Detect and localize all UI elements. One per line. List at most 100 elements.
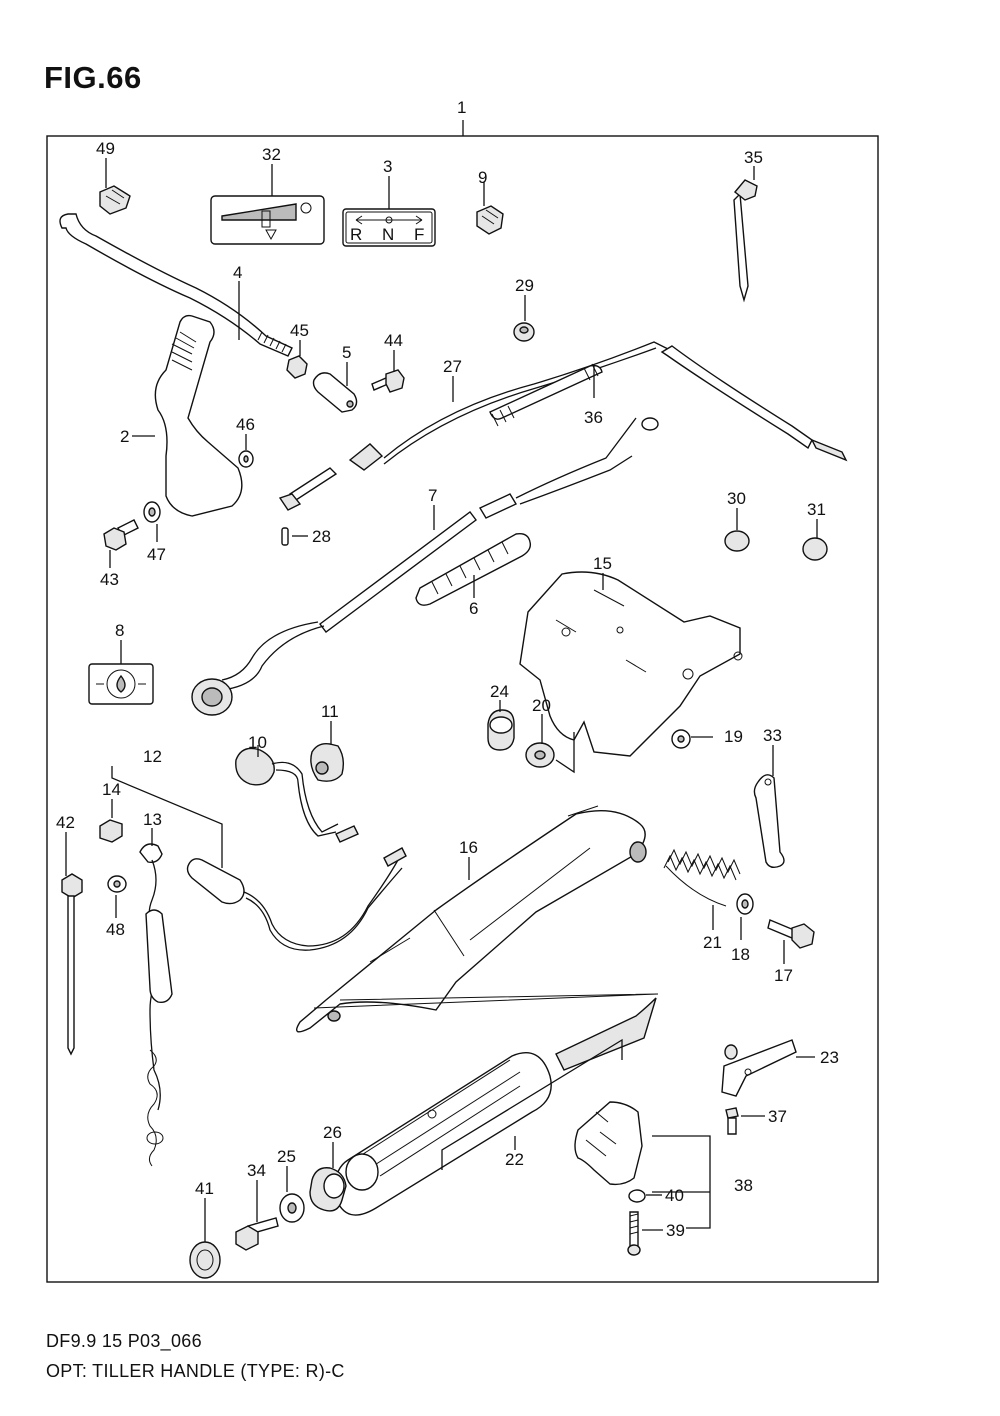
part-29-nut[interactable]: [513, 322, 535, 342]
callout-13: 13: [143, 810, 162, 829]
callout-22: 22: [505, 1150, 524, 1169]
callout-1: 1: [457, 98, 466, 117]
callout-4: 4: [233, 263, 242, 282]
callout-10: 10: [248, 733, 267, 752]
callout-21: 21: [703, 933, 722, 952]
part-42-cable-tie[interactable]: [61, 873, 83, 1056]
callout-11: 11: [321, 702, 339, 721]
part-49-clip[interactable]: [99, 185, 131, 215]
part-14-nut[interactable]: [99, 819, 123, 843]
part-6-cushion[interactable]: [415, 532, 532, 606]
callout-16: 16: [459, 838, 478, 857]
callout-17: 17: [774, 966, 793, 985]
part-25-washer[interactable]: [279, 1193, 305, 1223]
callout-18: 18: [731, 945, 750, 964]
figure-title: FIG.66: [44, 60, 142, 95]
callout-40: 40: [665, 1186, 684, 1205]
callout-36: 36: [584, 408, 603, 427]
callout-41: 41: [195, 1179, 214, 1198]
part-23-plate[interactable]: [721, 1039, 797, 1097]
part-43-bolt[interactable]: [103, 519, 139, 551]
callout-49: 49: [96, 139, 115, 158]
part-46-washer[interactable]: [238, 450, 254, 468]
part-24-bushing[interactable]: [487, 709, 515, 751]
part-21-spring[interactable]: [663, 848, 741, 907]
callout-46: 46: [236, 415, 255, 434]
part-19-washer[interactable]: [671, 729, 691, 749]
part-27-throttle-cable[interactable]: [278, 341, 848, 511]
callout-29: 29: [515, 276, 534, 295]
callout-32: 32: [262, 145, 281, 164]
decal-letter-r: R: [350, 225, 362, 244]
decal-letter-n: N: [382, 225, 394, 244]
part-39-screw[interactable]: [627, 1211, 641, 1256]
callout-26: 26: [323, 1123, 342, 1142]
part-36-sleeve[interactable]: [489, 363, 603, 427]
part-11-collar[interactable]: [310, 742, 345, 782]
callout-34: 34: [247, 1161, 266, 1180]
callout-labels: 1 2 3 4 5 6 7 8 9 10 11 12 13 14 15 16 1…: [56, 98, 839, 1240]
callout-19: 19: [724, 727, 743, 746]
part-3-shift-decal[interactable]: R N F: [342, 208, 436, 247]
part-33-strap[interactable]: [753, 774, 785, 869]
callout-20: 20: [532, 696, 551, 715]
callout-12: 12: [143, 747, 162, 766]
figure-caption: OPT: TILLER HANDLE (TYPE: R)-C: [46, 1361, 345, 1381]
part-44-bolt[interactable]: [371, 369, 405, 393]
part-13-lanyard[interactable]: [139, 843, 173, 1167]
part-5-lever[interactable]: [312, 372, 358, 413]
part-48-washer[interactable]: [107, 875, 127, 893]
part-28-pin[interactable]: [281, 527, 289, 546]
callout-42: 42: [56, 813, 75, 832]
callout-7: 7: [428, 486, 437, 505]
part-34-bolt[interactable]: [235, 1217, 279, 1251]
callout-44: 44: [384, 331, 403, 350]
callout-35: 35: [744, 148, 763, 167]
callout-27: 27: [443, 357, 462, 376]
callout-43: 43: [100, 570, 119, 589]
part-26-collar[interactable]: [309, 1167, 347, 1212]
callout-47: 47: [147, 545, 166, 564]
callout-9: 9: [478, 168, 487, 187]
part-9-grommet[interactable]: [476, 205, 504, 235]
callout-15: 15: [593, 554, 612, 573]
callout-23: 23: [820, 1048, 839, 1067]
part-20-bushing[interactable]: [525, 742, 555, 768]
callout-8: 8: [115, 621, 124, 640]
part-2-grip[interactable]: [154, 314, 243, 517]
part-17-bolt[interactable]: [767, 919, 815, 949]
model-code: DF9.9 15 P03_066: [46, 1331, 202, 1351]
callout-5: 5: [342, 343, 351, 362]
part-32-decal[interactable]: [210, 195, 325, 245]
part-8-decal[interactable]: [88, 663, 154, 705]
part-18-washer[interactable]: [736, 893, 754, 915]
part-15-bracket[interactable]: [519, 571, 743, 757]
callout-14: 14: [102, 780, 121, 799]
part-31-plug[interactable]: [802, 537, 828, 561]
part-7-kill-switch-harness[interactable]: [191, 417, 659, 716]
callout-39: 39: [666, 1221, 685, 1240]
callout-48: 48: [106, 920, 125, 939]
part-45-nut[interactable]: [286, 355, 308, 379]
part-47-washer[interactable]: [143, 501, 161, 523]
callout-33: 33: [763, 726, 782, 745]
part-38-friction-assembly[interactable]: [574, 1101, 643, 1186]
decal-letter-f: F: [414, 225, 424, 244]
part-12-stop-switch[interactable]: [186, 847, 407, 951]
callout-24: 24: [490, 682, 509, 701]
part-30-plug[interactable]: [724, 530, 750, 552]
part-16-handle-arm[interactable]: [296, 805, 647, 1033]
part-40-washer[interactable]: [628, 1189, 646, 1203]
callout-25: 25: [277, 1147, 296, 1166]
callout-38: 38: [734, 1176, 753, 1195]
part-37-screw[interactable]: [725, 1107, 739, 1135]
callout-37: 37: [768, 1107, 787, 1126]
part-4-shift-rod[interactable]: [59, 213, 293, 357]
callout-31: 31: [807, 500, 826, 519]
part-35-key[interactable]: [733, 179, 758, 303]
part-10-switch[interactable]: [235, 747, 359, 843]
callout-2: 2: [120, 427, 129, 446]
callout-45: 45: [290, 321, 309, 340]
part-41-plug[interactable]: [189, 1241, 221, 1279]
